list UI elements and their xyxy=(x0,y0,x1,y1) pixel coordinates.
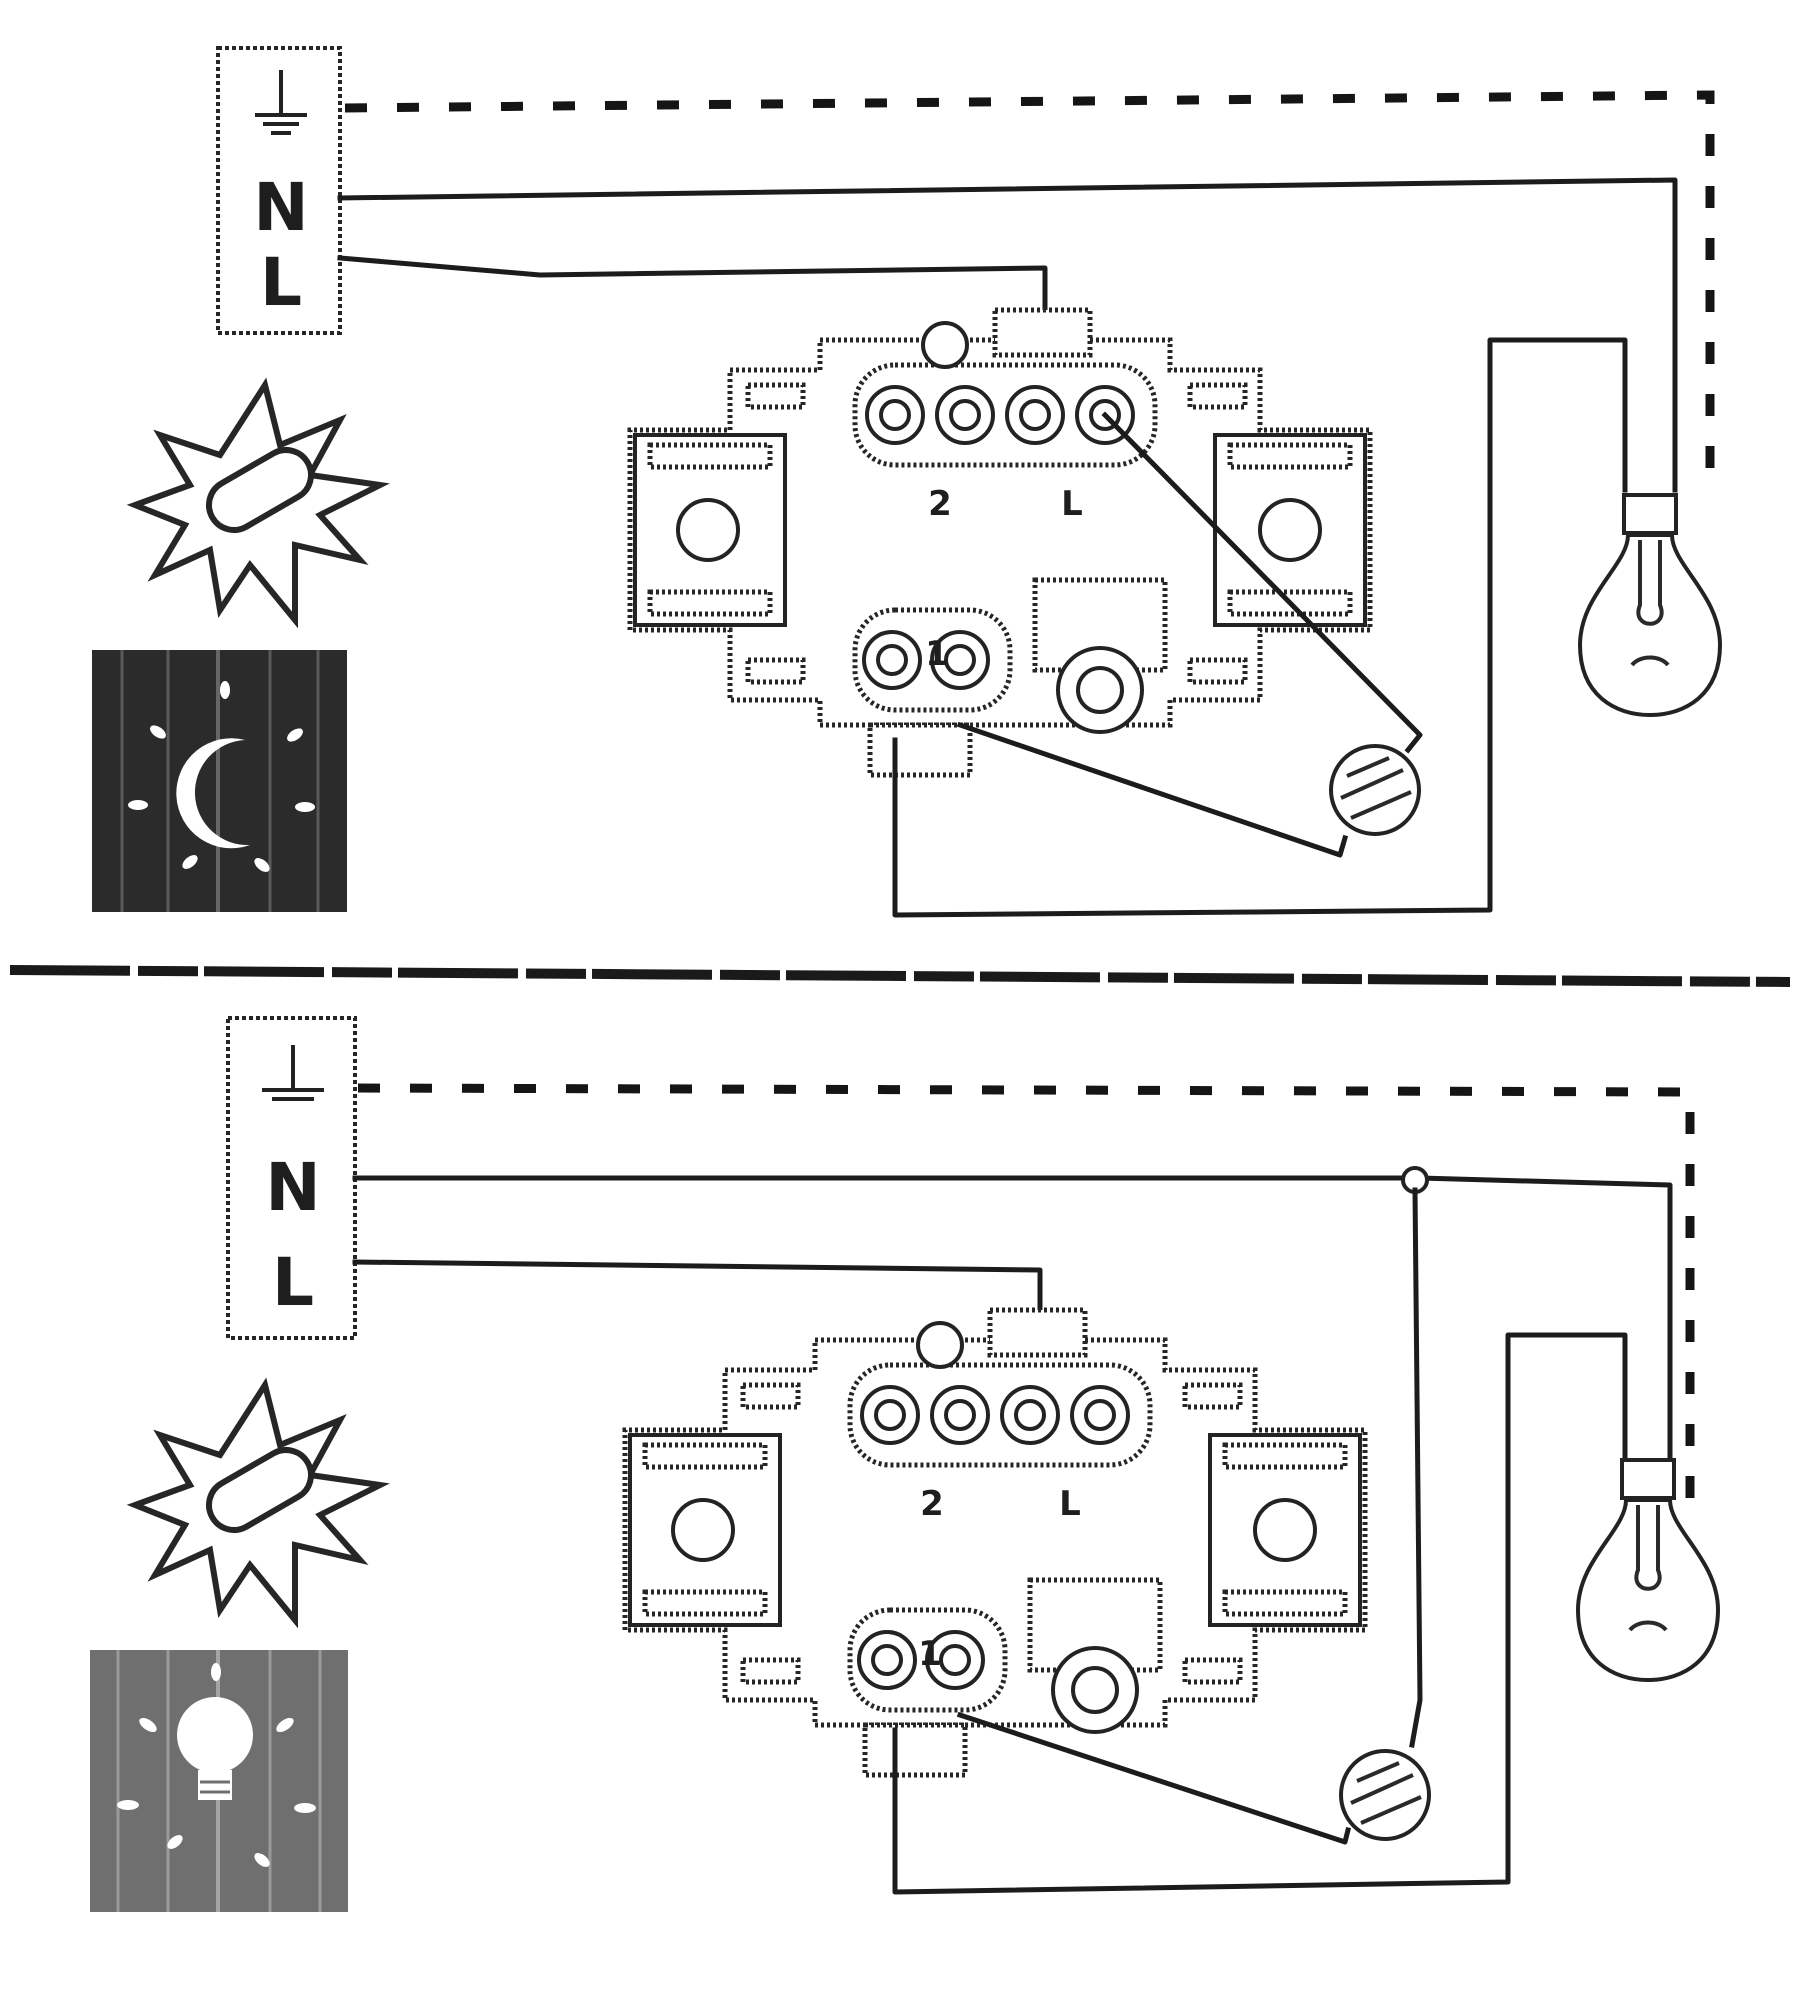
lamp-return-wire xyxy=(892,1332,1628,1895)
neutral-wire xyxy=(337,177,1678,493)
sensor-icon xyxy=(1329,744,1421,836)
supply-label-n: N xyxy=(253,169,308,246)
lamp-icon xyxy=(1578,493,1722,717)
relay-switch xyxy=(630,310,1390,775)
moon-icon xyxy=(92,650,347,912)
sensor-icon xyxy=(1339,1749,1431,1841)
supply-label-l: L xyxy=(260,244,302,321)
sensor-wire-b xyxy=(956,721,1349,858)
top-panel: N L 2 L 1 xyxy=(92,46,1722,918)
terminal-label-l: L xyxy=(1059,1484,1081,1524)
sun-icon xyxy=(135,385,380,620)
supply-label-n: N xyxy=(265,1149,320,1226)
terminal-label-2: 2 xyxy=(920,1484,944,1524)
sensor-wire-a xyxy=(1101,411,1423,754)
earth-symbol-icon xyxy=(255,70,307,135)
relay-switch xyxy=(625,1310,1385,1775)
lamp-icon xyxy=(1576,1458,1720,1682)
supply-label-l: L xyxy=(272,1244,314,1321)
terminal-label-1: 1 xyxy=(925,634,949,674)
sensor-wire-b xyxy=(956,1711,1352,1845)
sun-icon xyxy=(135,1385,380,1620)
neutral-wire xyxy=(352,1175,1673,1473)
earth-wire xyxy=(344,90,1715,490)
terminal-label-1: 1 xyxy=(918,1634,942,1674)
terminal-label-l: L xyxy=(1061,484,1083,524)
bottom-panel: N L 2 L 1 xyxy=(90,1016,1720,1912)
lightbulb-icon xyxy=(90,1650,348,1912)
earth-symbol-icon xyxy=(262,1045,324,1101)
panel-divider xyxy=(9,965,1791,987)
sensor-wire-a xyxy=(1409,1187,1423,1748)
lamp-return-wire xyxy=(892,337,1628,918)
terminal-label-2: 2 xyxy=(928,484,952,524)
